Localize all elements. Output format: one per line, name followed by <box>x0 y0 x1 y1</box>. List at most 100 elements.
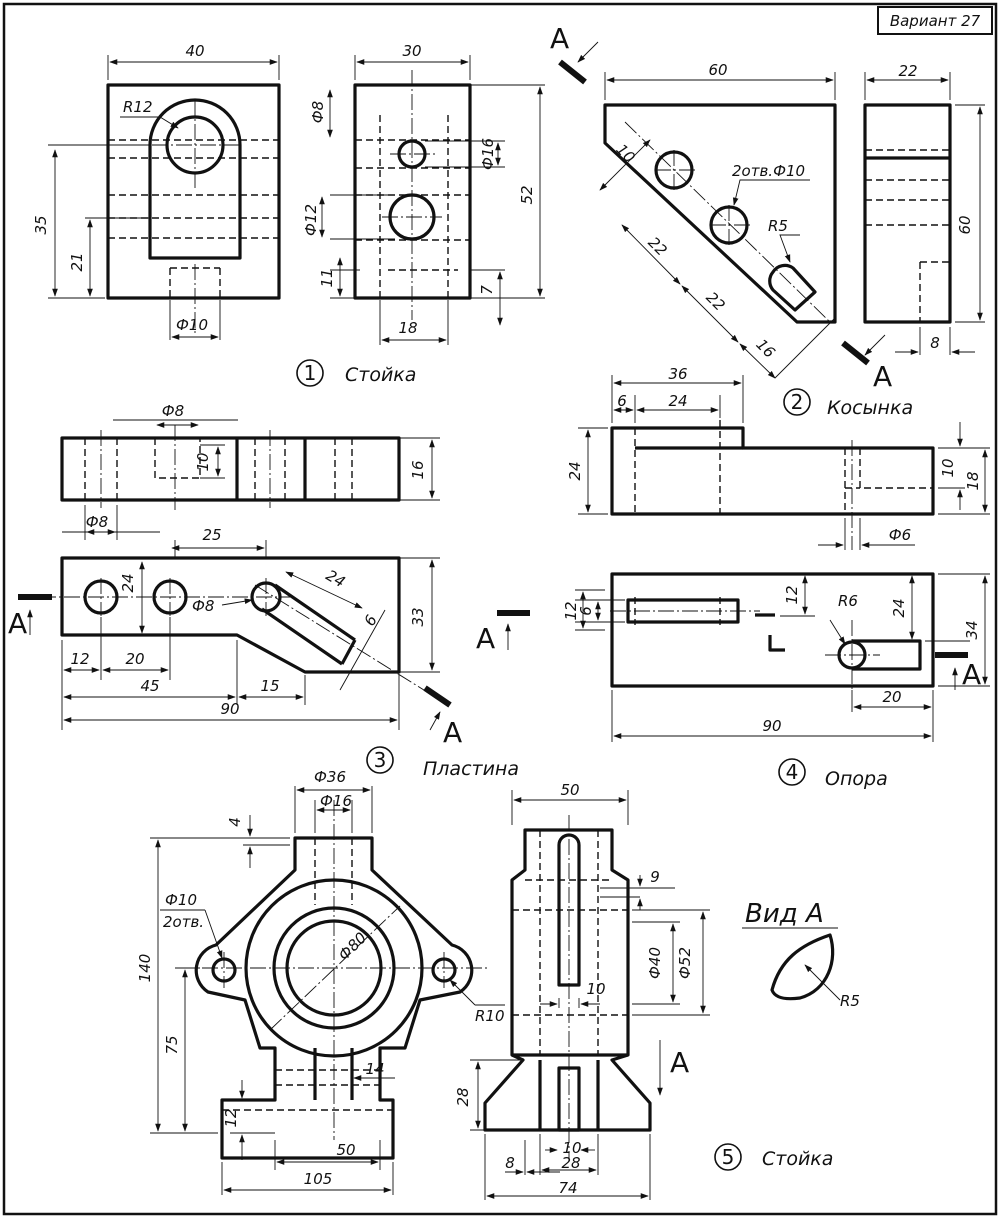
dim-label: R5 <box>768 217 788 235</box>
dim-label: 90 <box>762 717 781 735</box>
dim-label: Ф40 <box>646 947 664 979</box>
part-number: 5 <box>722 1145 735 1169</box>
part-4-caption: 4 Опора <box>778 758 888 790</box>
part-3-section-marks: A A <box>8 594 462 749</box>
dim-label: 24 <box>566 461 584 480</box>
dim-label: Ф10 <box>165 891 197 909</box>
dim-label: 36 <box>668 365 687 383</box>
part-2-front-view <box>599 72 837 379</box>
dim-label: 6 <box>360 612 380 629</box>
dim-label: 14 <box>365 1060 384 1078</box>
section-letter: A <box>550 22 569 55</box>
dim-label: 9 <box>650 868 660 886</box>
dim-label: 15 <box>260 677 279 695</box>
dim-label: 20 <box>882 688 901 706</box>
dim-label: 20 <box>125 650 144 668</box>
section-letter: A <box>670 1046 689 1079</box>
dim-label: 28 <box>561 1154 580 1172</box>
dim-label: 60 <box>708 61 727 79</box>
dim-label: R10 <box>475 1007 505 1025</box>
part-number: 1 <box>304 361 317 385</box>
dim-label: Ф8 <box>86 513 108 531</box>
dim-label: 16 <box>409 460 427 479</box>
dim-label: 12 <box>70 650 89 668</box>
dim-label: 75 <box>163 1035 181 1054</box>
dim-label: 10 <box>562 1139 581 1157</box>
dim-label: 105 <box>304 1170 333 1188</box>
part-2-side-view <box>863 72 985 355</box>
dim-label: 16 <box>752 335 778 361</box>
part-number: 4 <box>786 760 799 784</box>
dim-label: R6 <box>838 592 858 610</box>
part-5-side-view <box>470 790 710 1200</box>
part-3-front-view <box>40 540 441 730</box>
variant-label: Вариант 27 <box>890 12 981 30</box>
part-name: Стойка <box>345 364 416 386</box>
dim-label: 24 <box>119 573 137 592</box>
dim-label: 18 <box>964 471 982 490</box>
dim-label: 7 <box>478 285 496 295</box>
dim-label: 50 <box>336 1141 355 1159</box>
dim-label: 10 <box>939 458 957 477</box>
dim-label: Ф16 <box>479 138 497 170</box>
part-1-side-view <box>319 55 545 345</box>
dim-label: R5 <box>840 992 860 1010</box>
dim-label: 6 <box>617 392 627 410</box>
dim-label: 30 <box>402 42 421 60</box>
dim-label: Ф6 <box>889 526 911 544</box>
dim-label: 22 <box>898 62 917 80</box>
section-letter: A <box>8 607 27 640</box>
dim-label: 50 <box>560 781 579 799</box>
dim-label: 12 <box>562 601 580 620</box>
part-1-caption: 1 Стойка <box>296 359 416 387</box>
part-name: Стойка <box>762 1148 833 1170</box>
dim-label: 24 <box>890 598 908 617</box>
dim-label: 34 <box>963 620 981 639</box>
section-letter: A <box>873 360 892 393</box>
part-1-front-view <box>48 55 281 340</box>
part-name: Пластина <box>423 758 519 780</box>
dim-label: 24 <box>668 392 687 410</box>
part-5-section-mark: A <box>657 1040 689 1096</box>
section-letter: A <box>443 716 462 749</box>
dim-label: 10 <box>194 452 212 471</box>
section-letter: A <box>962 658 981 691</box>
part-3-top-view <box>60 419 440 540</box>
dim-label: Ф16 <box>320 792 352 810</box>
dim-label: 2отв. <box>163 913 204 931</box>
dim-label: 6 <box>577 606 595 616</box>
dim-label: 10 <box>612 140 638 166</box>
dim-label: 140 <box>136 954 154 983</box>
dim-label: 33 <box>409 607 427 626</box>
part-4-section-marks: A A <box>476 610 981 691</box>
dim-label: 60 <box>956 215 974 234</box>
view-a: Вид А R5 <box>742 899 860 1010</box>
dim-label: 28 <box>454 1087 472 1106</box>
part-4-top-view <box>575 572 990 742</box>
section-letter: A <box>476 622 495 655</box>
dim-label: 8 <box>505 1154 515 1172</box>
dim-label: 74 <box>558 1179 577 1197</box>
dim-label: Ф8 <box>309 101 327 123</box>
dim-label: 18 <box>398 319 417 337</box>
dim-label: Ф36 <box>314 768 346 786</box>
view-a-label: Вид А <box>745 899 824 929</box>
dim-label: 45 <box>140 677 159 695</box>
dim-label: 10 <box>586 980 605 998</box>
part-5-front-view <box>150 786 505 1195</box>
variant-badge: Вариант 27 <box>877 6 993 35</box>
dim-label: 12 <box>783 585 801 604</box>
part-name: Косынка <box>827 397 913 419</box>
dim-label: 40 <box>185 42 204 60</box>
dim-label: 22 <box>644 233 670 259</box>
dim-label: R12 <box>123 98 153 116</box>
part-3-caption: 3 Пластина <box>366 746 519 780</box>
part-2-caption: 2 Косынка <box>783 388 913 419</box>
dim-label: 25 <box>202 526 221 544</box>
dim-label: Ф12 <box>302 204 320 236</box>
dim-label: Ф8 <box>162 402 184 420</box>
dim-label: Ф8 <box>192 597 214 615</box>
part-2-section-marks: A A <box>550 22 892 393</box>
